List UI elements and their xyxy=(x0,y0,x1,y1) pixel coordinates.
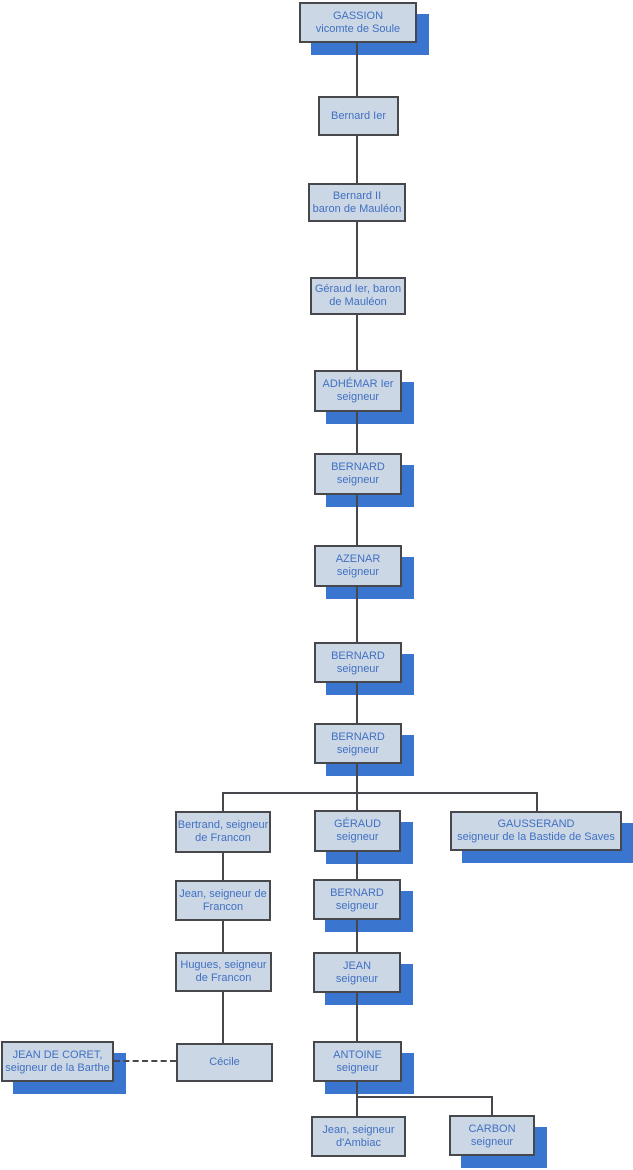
connector-line xyxy=(356,1082,358,1116)
node-jean-ambiac: Jean, seigneur d'Ambiac xyxy=(311,1116,406,1157)
connector-line xyxy=(491,1096,493,1115)
node-sublabel: de Mauléon xyxy=(329,296,387,308)
connector-line xyxy=(356,222,358,277)
node-adhemar: ADHÉMAR Ier seigneur xyxy=(314,370,402,412)
connector-line xyxy=(356,1096,493,1098)
node-label: Jean, seigneur xyxy=(322,1123,395,1136)
node-geraud-seigneur: GÉRAUD seigneur xyxy=(314,810,401,852)
node-label: AZENAR xyxy=(335,553,381,565)
node-gausserand: GAUSSERAND seigneur de la Bastide de Sav… xyxy=(450,811,622,851)
node-label: JEAN DE CORET, xyxy=(12,1048,103,1061)
node-bernard-seigneur-1: BERNARD seigneur xyxy=(314,453,402,495)
node-sublabel: seigneur xyxy=(336,474,380,486)
connector-line xyxy=(356,587,358,642)
connector-line xyxy=(222,792,224,811)
node-jean-seigneur: JEAN seigneur xyxy=(313,952,401,993)
node-sublabel: seigneur de la Bastide de Saves xyxy=(457,831,615,843)
connector-line xyxy=(536,792,538,811)
node-label: Bertrand, seigneur xyxy=(177,819,269,831)
connector-line xyxy=(356,683,358,723)
node-sublabel: seigneur xyxy=(335,899,379,912)
node-label: Cécile xyxy=(209,1056,240,1068)
node-label: BERNARD xyxy=(331,649,385,662)
connector-line xyxy=(356,495,358,545)
node-antoine: ANTOINE seigneur xyxy=(313,1041,402,1082)
node-sublabel: Francon xyxy=(202,900,244,913)
node-sublabel: de Francon xyxy=(195,832,251,844)
connector-line xyxy=(222,792,538,794)
node-jean-francon: Jean, seigneur de Francon xyxy=(175,880,271,921)
node-bernard-seigneur-3: BERNARD seigneur xyxy=(314,723,402,764)
node-bertrand-francon: Bertrand, seigneur de Francon xyxy=(175,811,271,853)
node-label: GÉRAUD xyxy=(333,818,382,830)
node-label: JEAN xyxy=(342,959,372,972)
node-label: Hugues, seigneur xyxy=(180,959,267,971)
node-sublabel: baron de Mauléon xyxy=(312,202,402,215)
connector-line xyxy=(356,136,358,183)
node-sublabel: seigneur xyxy=(336,662,380,675)
node-sublabel: seigneur xyxy=(470,1135,514,1148)
node-sublabel: seigneur xyxy=(335,972,379,985)
node-label: CARBON xyxy=(468,1122,516,1135)
connector-line xyxy=(356,852,358,879)
node-cecile: Cécile xyxy=(176,1043,273,1082)
node-label: ANTOINE xyxy=(333,1048,382,1061)
connector-line xyxy=(356,43,358,96)
connector-line xyxy=(356,764,358,794)
node-geraud-ier: Géraud Ier, baron de Mauléon xyxy=(310,277,406,315)
node-sublabel: d'Ambiac xyxy=(336,1136,381,1149)
node-label: Bernard Ier xyxy=(330,109,387,122)
connector-line xyxy=(356,792,358,810)
node-bernard-ii: Bernard II baron de Mauléon xyxy=(308,183,406,222)
node-label: BERNARD xyxy=(331,730,385,743)
node-azenar: AZENAR seigneur xyxy=(314,545,402,587)
node-hugues-francon: Hugues, seigneur de Francon xyxy=(175,952,272,992)
node-sublabel: seigneur de la Barthe xyxy=(5,1061,110,1074)
node-label: Bernard II xyxy=(332,189,382,202)
node-carbon: CARBON seigneur xyxy=(449,1115,535,1156)
connector-line xyxy=(222,992,224,1043)
node-jean-de-coret: JEAN DE CORET, seigneur de la Barthe xyxy=(1,1041,114,1082)
node-sublabel: seigneur xyxy=(336,566,380,578)
node-bernard-seigneur-2: BERNARD seigneur xyxy=(314,642,402,683)
node-sublabel: vicomte de Soule xyxy=(315,22,401,35)
connector-line xyxy=(356,993,358,1041)
connector-line xyxy=(356,315,358,370)
node-bernard-ier: Bernard Ier xyxy=(318,96,399,136)
node-sublabel: seigneur xyxy=(336,1061,379,1074)
node-label: GAUSSERAND xyxy=(497,818,575,830)
node-sublabel: seigneur xyxy=(336,831,379,843)
node-label: ADHÉMAR Ier xyxy=(322,378,394,390)
node-label: Jean, seigneur de xyxy=(179,887,267,900)
connector-line xyxy=(222,921,224,952)
node-gassion: GASSION vicomte de Soule xyxy=(299,2,417,43)
node-label: BERNARD xyxy=(331,461,385,473)
connector-line xyxy=(222,853,224,880)
node-sublabel: seigneur xyxy=(336,391,380,403)
connector-line xyxy=(356,412,358,453)
marriage-dashed-connector xyxy=(114,1060,176,1062)
node-label: Géraud Ier, baron xyxy=(314,283,402,295)
node-label: GASSION xyxy=(332,9,384,22)
connector-line xyxy=(356,920,358,952)
node-sublabel: de Francon xyxy=(195,972,252,984)
node-label: BERNARD xyxy=(330,886,384,899)
node-sublabel: seigneur xyxy=(336,743,380,756)
node-bernard-seigneur-4: BERNARD seigneur xyxy=(313,879,401,920)
